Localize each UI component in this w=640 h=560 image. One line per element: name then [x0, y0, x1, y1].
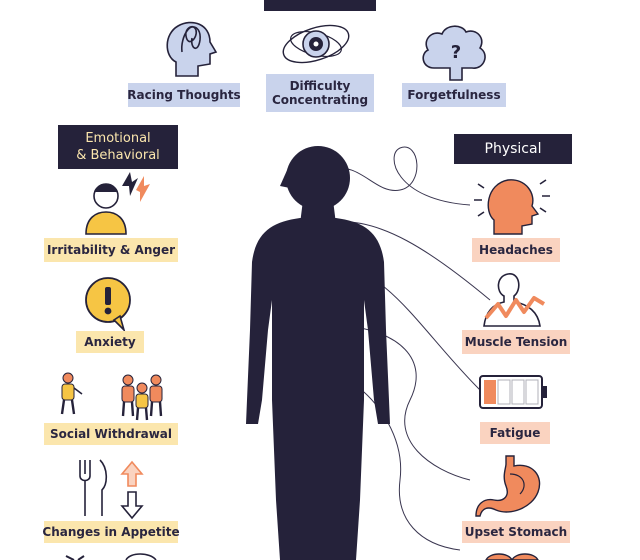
label-headaches: Headaches [472, 238, 560, 262]
label-social-withdrawal: Social Withdrawal [44, 423, 178, 445]
header-emotional-line1: Emotional [85, 131, 151, 146]
label-difficulty-line2: Concentrating [271, 93, 369, 107]
lone-person-figure [60, 372, 83, 415]
head-pain-icon [474, 179, 550, 235]
label-changes-in-appetite: Changes in Appetite [42, 521, 180, 543]
connector-line-lower [347, 379, 461, 551]
partial-icon-bottom-left [65, 553, 157, 560]
fork-icon [79, 460, 91, 516]
label-upset-stomach: Upset Stomach [462, 521, 570, 543]
question-brain-icon: ? [422, 25, 486, 81]
scribble-head-icon [166, 21, 218, 77]
knife-icon [99, 459, 108, 516]
group-figures [121, 374, 163, 421]
label-racing-thoughts: Racing Thoughts [127, 83, 241, 107]
low-battery-icon [479, 375, 547, 409]
label-difficulty-line1: Difficulty [289, 79, 351, 93]
silhouette-nose [280, 168, 290, 188]
header-physical: Physical [454, 134, 572, 164]
up-down-arrows-icon [120, 460, 144, 520]
partial-icon-bottom-right [485, 553, 539, 560]
label-difficulty-concentrating: Difficulty Concentrating [266, 74, 374, 112]
cognitive-header-cropped [264, 0, 376, 11]
label-forgetfulness: Forgetfulness [402, 83, 506, 107]
connector-line-headaches [329, 146, 471, 206]
exclamation-bubble-icon [85, 277, 131, 333]
isolated-person-icon [60, 372, 163, 421]
silhouette-torso-arms [246, 218, 390, 560]
fork-knife-arrows-icon [79, 459, 144, 520]
silhouette-head [286, 146, 350, 210]
stomach-icon [475, 455, 541, 517]
label-irritability-anger: Irritability & Anger [44, 238, 178, 262]
header-emotional-line2: & Behavioral [76, 148, 160, 163]
header-emotional-behavioral: Emotional & Behavioral [58, 125, 178, 169]
muscle-zigzag-icon [483, 273, 546, 327]
label-fatigue: Fatigue [480, 422, 550, 444]
target-eye-icon [282, 24, 350, 64]
label-anxiety: Anxiety [76, 331, 144, 353]
angry-person-lightning-icon [85, 172, 150, 235]
human-silhouette [246, 146, 390, 560]
label-muscle-tension: Muscle Tension [462, 330, 570, 354]
svg-text:?: ? [451, 42, 461, 63]
